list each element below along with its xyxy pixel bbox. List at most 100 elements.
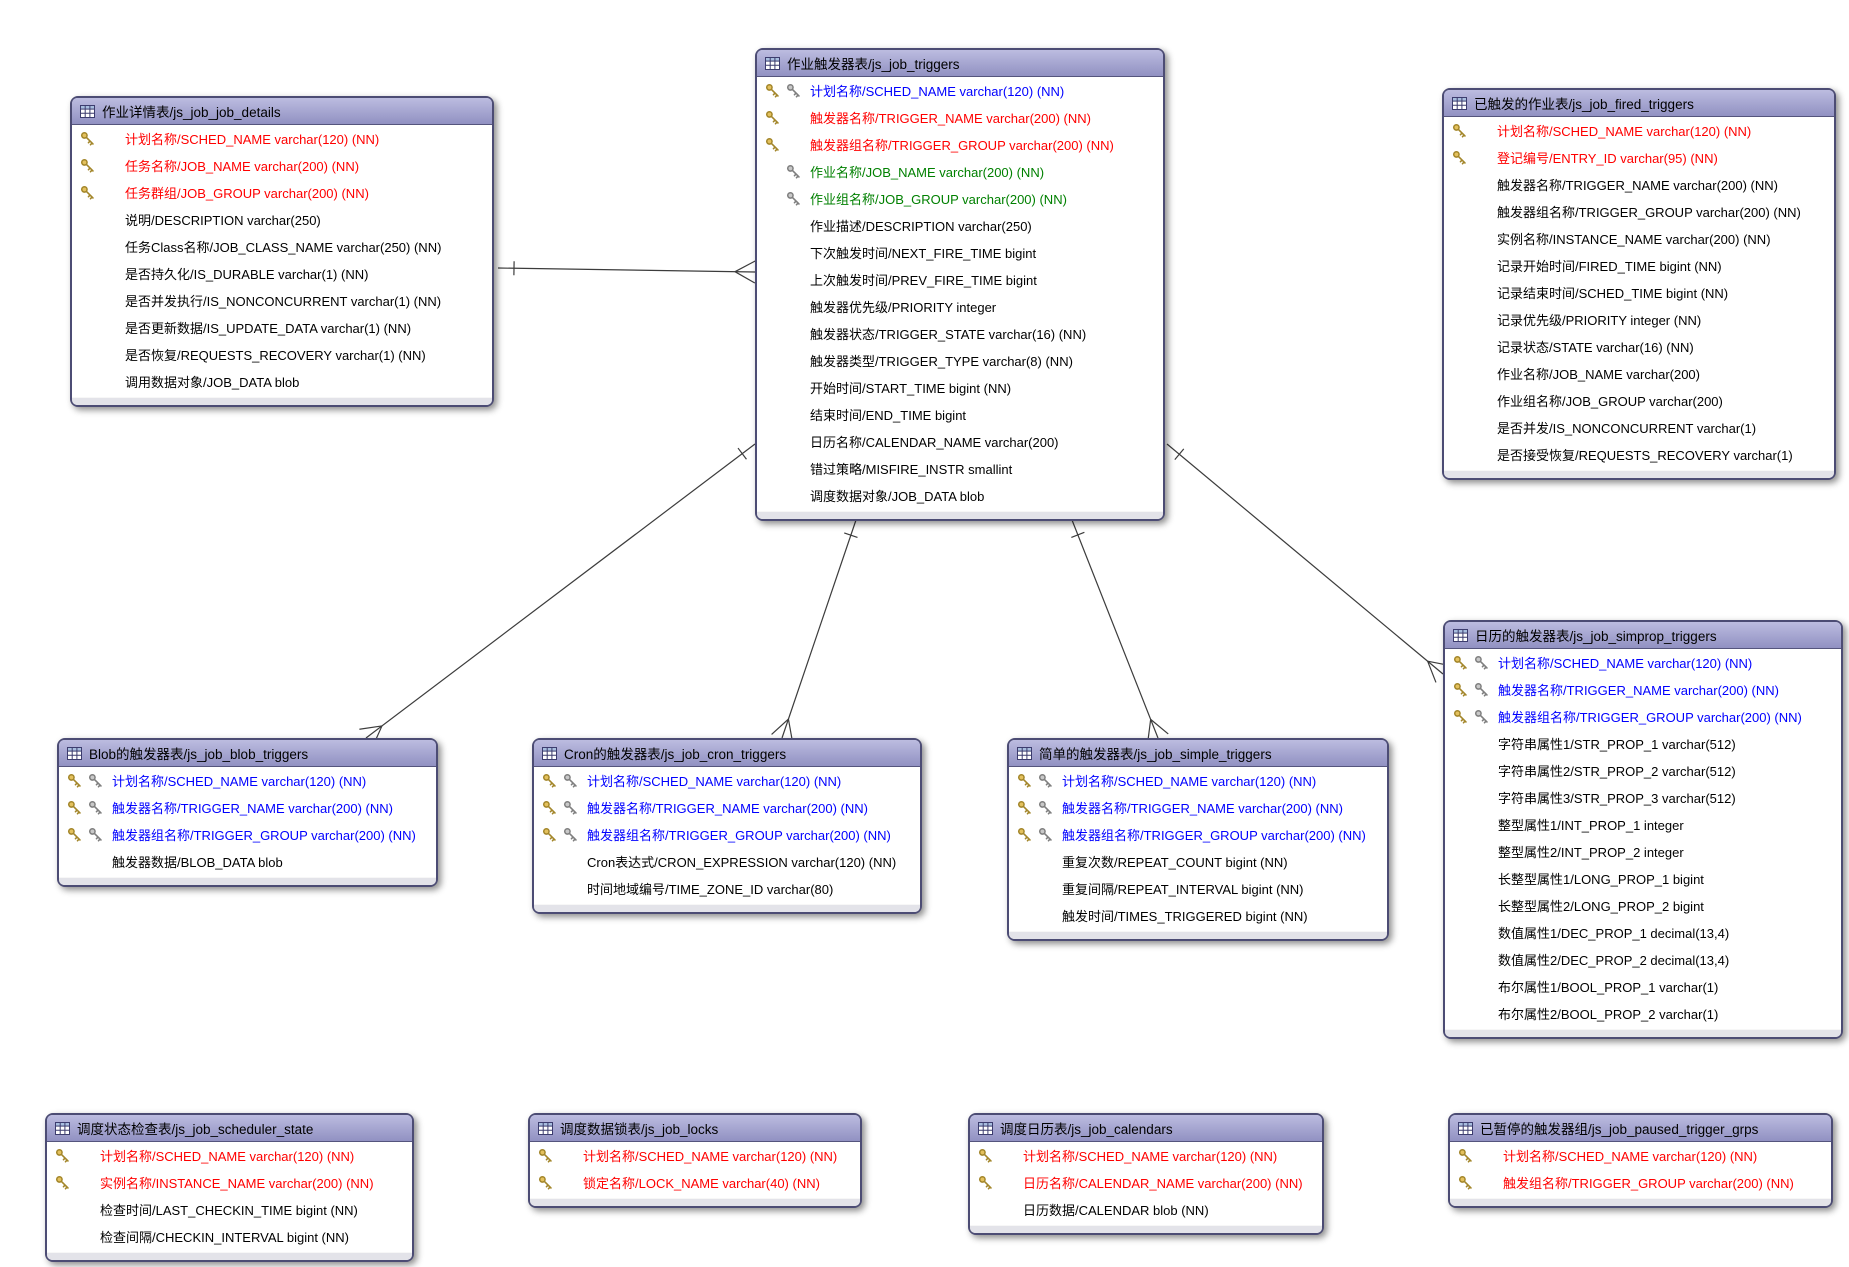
field-row[interactable]: 登记编号/ENTRY_ID varchar(95) (NN)	[1444, 144, 1834, 171]
field-row[interactable]: 数值属性2/DEC_PROP_2 decimal(13,4)	[1445, 946, 1841, 973]
field-row[interactable]: 触发器名称/TRIGGER_NAME varchar(200) (NN)	[1444, 171, 1834, 198]
field-row[interactable]: 开始时间/START_TIME bigint (NN)	[757, 374, 1163, 401]
field-row[interactable]: 计划名称/SCHED_NAME varchar(120) (NN)	[59, 767, 436, 794]
field-row[interactable]: 日历名称/CALENDAR_NAME varchar(200)	[757, 428, 1163, 455]
field-row[interactable]: 任务名称/JOB_NAME varchar(200) (NN)	[72, 152, 492, 179]
field-row[interactable]: 触发器组名称/TRIGGER_GROUP varchar(200) (NN)	[59, 821, 436, 848]
field-row[interactable]: 布尔属性2/BOOL_PROP_2 varchar(1)	[1445, 1000, 1841, 1027]
field-row[interactable]: 计划名称/SCHED_NAME varchar(120) (NN)	[530, 1142, 860, 1169]
field-row[interactable]: 任务Class名称/JOB_CLASS_NAME varchar(250) (N…	[72, 233, 492, 260]
field-row[interactable]: 结束时间/END_TIME bigint	[757, 401, 1163, 428]
field-row[interactable]: 时间地域编号/TIME_ZONE_ID varchar(80)	[534, 875, 920, 902]
field-row[interactable]: 布尔属性1/BOOL_PROP_1 varchar(1)	[1445, 973, 1841, 1000]
field-row[interactable]: 触发器组名称/TRIGGER_GROUP varchar(200) (NN)	[1444, 198, 1834, 225]
table-header[interactable]: 调度日历表/js_job_calendars	[970, 1115, 1322, 1142]
field-row[interactable]: 计划名称/SCHED_NAME varchar(120) (NN)	[757, 77, 1163, 104]
field-row[interactable]: 日历数据/CALENDAR blob (NN)	[970, 1196, 1322, 1223]
field-row[interactable]: 计划名称/SCHED_NAME varchar(120) (NN)	[72, 125, 492, 152]
field-row[interactable]: 作业名称/JOB_NAME varchar(200)	[1444, 360, 1834, 387]
field-row[interactable]: 检查时间/LAST_CHECKIN_TIME bigint (NN)	[47, 1196, 412, 1223]
field-row[interactable]: 触发器名称/TRIGGER_NAME varchar(200) (NN)	[1445, 676, 1841, 703]
field-row[interactable]: 字符串属性1/STR_PROP_1 varchar(512)	[1445, 730, 1841, 757]
field-row[interactable]: 是否并发/IS_NONCONCURRENT varchar(1)	[1444, 414, 1834, 441]
field-row[interactable]: 触发器状态/TRIGGER_STATE varchar(16) (NN)	[757, 320, 1163, 347]
table-header[interactable]: 简单的触发器表/js_job_simple_triggers	[1009, 740, 1387, 767]
field-row[interactable]: 作业组名称/JOB_GROUP varchar(200) (NN)	[757, 185, 1163, 212]
field-row[interactable]: 重复次数/REPEAT_COUNT bigint (NN)	[1009, 848, 1387, 875]
field-row[interactable]: 任务群组/JOB_GROUP varchar(200) (NN)	[72, 179, 492, 206]
field-row[interactable]: 触发器类型/TRIGGER_TYPE varchar(8) (NN)	[757, 347, 1163, 374]
field-row[interactable]: 调度数据对象/JOB_DATA blob	[757, 482, 1163, 509]
field-row[interactable]: 锁定名称/LOCK_NAME varchar(40) (NN)	[530, 1169, 860, 1196]
field-row[interactable]: 计划名称/SCHED_NAME varchar(120) (NN)	[970, 1142, 1322, 1169]
field-row[interactable]: 整型属性2/INT_PROP_2 integer	[1445, 838, 1841, 865]
field-row[interactable]: 触发器名称/TRIGGER_NAME varchar(200) (NN)	[1009, 794, 1387, 821]
table-header[interactable]: Blob的触发器表/js_job_blob_triggers	[59, 740, 436, 767]
field-row[interactable]: 计划名称/SCHED_NAME varchar(120) (NN)	[1009, 767, 1387, 794]
field-row[interactable]: 长整型属性2/LONG_PROP_2 bigint	[1445, 892, 1841, 919]
field-row[interactable]: 作业描述/DESCRIPTION varchar(250)	[757, 212, 1163, 239]
field-row[interactable]: 字符串属性3/STR_PROP_3 varchar(512)	[1445, 784, 1841, 811]
field-row[interactable]: 是否恢复/REQUESTS_RECOVERY varchar(1) (NN)	[72, 341, 492, 368]
table-header[interactable]: 作业详情表/js_job_job_details	[72, 98, 492, 125]
table-header[interactable]: 调度状态检查表/js_job_scheduler_state	[47, 1115, 412, 1142]
field-row[interactable]: 上次触发时间/PREV_FIRE_TIME bigint	[757, 266, 1163, 293]
table-header[interactable]: 已暂停的触发器组/js_job_paused_trigger_grps	[1450, 1115, 1831, 1142]
table-header[interactable]: 作业触发器表/js_job_triggers	[757, 50, 1163, 77]
field-row[interactable]: 触发器组名称/TRIGGER_GROUP varchar(200) (NN)	[757, 131, 1163, 158]
field-row[interactable]: 触发时间/TIMES_TRIGGERED bigint (NN)	[1009, 902, 1387, 929]
field-row[interactable]: 实例名称/INSTANCE_NAME varchar(200) (NN)	[47, 1169, 412, 1196]
field-row[interactable]: Cron表达式/CRON_EXPRESSION varchar(120) (NN…	[534, 848, 920, 875]
field-row[interactable]: 下次触发时间/NEXT_FIRE_TIME bigint	[757, 239, 1163, 266]
field-row[interactable]: 触发器组名称/TRIGGER_GROUP varchar(200) (NN)	[534, 821, 920, 848]
field-row[interactable]: 是否更新数据/IS_UPDATE_DATA varchar(1) (NN)	[72, 314, 492, 341]
field-row[interactable]: 触发器名称/TRIGGER_NAME varchar(200) (NN)	[757, 104, 1163, 131]
table-header[interactable]: 已触发的作业表/js_job_fired_triggers	[1444, 90, 1834, 117]
field-row[interactable]: 长整型属性1/LONG_PROP_1 bigint	[1445, 865, 1841, 892]
field-row[interactable]: 记录状态/STATE varchar(16) (NN)	[1444, 333, 1834, 360]
field-row[interactable]: 记录结束时间/SCHED_TIME bigint (NN)	[1444, 279, 1834, 306]
field-row[interactable]: 实例名称/INSTANCE_NAME varchar(200) (NN)	[1444, 225, 1834, 252]
field-row[interactable]: 作业名称/JOB_NAME varchar(200) (NN)	[757, 158, 1163, 185]
field-row[interactable]: 日历名称/CALENDAR_NAME varchar(200) (NN)	[970, 1169, 1322, 1196]
field-row[interactable]: 记录优先级/PRIORITY integer (NN)	[1444, 306, 1834, 333]
field-row[interactable]: 重复间隔/REPEAT_INTERVAL bigint (NN)	[1009, 875, 1387, 902]
field-row[interactable]: 触发组名称/TRIGGER_GROUP varchar(200) (NN)	[1450, 1169, 1831, 1196]
field-row[interactable]: 检查间隔/CHECKIN_INTERVAL bigint (NN)	[47, 1223, 412, 1250]
field-row[interactable]: 数值属性1/DEC_PROP_1 decimal(13,4)	[1445, 919, 1841, 946]
field-row[interactable]: 说明/DESCRIPTION varchar(250)	[72, 206, 492, 233]
field-row[interactable]: 触发器名称/TRIGGER_NAME varchar(200) (NN)	[534, 794, 920, 821]
field-row[interactable]: 计划名称/SCHED_NAME varchar(120) (NN)	[47, 1142, 412, 1169]
field-row[interactable]: 计划名称/SCHED_NAME varchar(120) (NN)	[1444, 117, 1834, 144]
field-row[interactable]: 作业组名称/JOB_GROUP varchar(200)	[1444, 387, 1834, 414]
field-row[interactable]: 是否并发执行/IS_NONCONCURRENT varchar(1) (NN)	[72, 287, 492, 314]
field-row[interactable]: 整型属性1/INT_PROP_1 integer	[1445, 811, 1841, 838]
field-row[interactable]: 调用数据对象/JOB_DATA blob	[72, 368, 492, 395]
field-row[interactable]: 触发器优先级/PRIORITY integer	[757, 293, 1163, 320]
field-row[interactable]: 计划名称/SCHED_NAME varchar(120) (NN)	[1445, 649, 1841, 676]
table-header[interactable]: 调度数据锁表/js_job_locks	[530, 1115, 860, 1142]
field-row[interactable]: 触发器组名称/TRIGGER_GROUP varchar(200) (NN)	[1009, 821, 1387, 848]
field-row[interactable]: 错过策略/MISFIRE_INSTR smallint	[757, 455, 1163, 482]
table-header[interactable]: Cron的触发器表/js_job_cron_triggers	[534, 740, 920, 767]
field-row[interactable]: 计划名称/SCHED_NAME varchar(120) (NN)	[1450, 1142, 1831, 1169]
field-row[interactable]: 触发器名称/TRIGGER_NAME varchar(200) (NN)	[59, 794, 436, 821]
field-row[interactable]: 触发器组名称/TRIGGER_GROUP varchar(200) (NN)	[1445, 703, 1841, 730]
table-header[interactable]: 日历的触发器表/js_job_simprop_triggers	[1445, 622, 1841, 649]
field-row[interactable]: 记录开始时间/FIRED_TIME bigint (NN)	[1444, 252, 1834, 279]
field-row[interactable]: 计划名称/SCHED_NAME varchar(120) (NN)	[534, 767, 920, 794]
field-row[interactable]: 是否持久化/IS_DURABLE varchar(1) (NN)	[72, 260, 492, 287]
field-row[interactable]: 是否接受恢复/REQUESTS_RECOVERY varchar(1)	[1444, 441, 1834, 468]
field-row[interactable]: 触发器数据/BLOB_DATA blob	[59, 848, 436, 875]
